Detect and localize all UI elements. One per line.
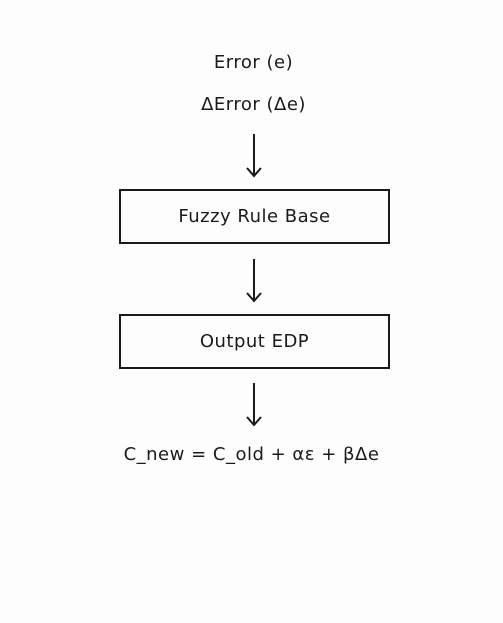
update-formula: C_new = C_old + αε + βΔe [123,444,380,465]
fuzzy-rule-base-block: Fuzzy Rule Base [119,189,390,244]
arrow-inputs-to-rule-base [246,134,262,178]
arrow-output-to-formula [246,383,262,427]
input-error-label: Error (e) [213,52,294,73]
output-edp-label: Output EDP [199,331,310,352]
output-edp-block: Output EDP [119,314,390,369]
input-delta-error-label: ΔError (Δe) [201,94,306,115]
arrow-rule-base-to-output [246,259,262,303]
fuzzy-rule-base-label: Fuzzy Rule Base [178,206,331,227]
